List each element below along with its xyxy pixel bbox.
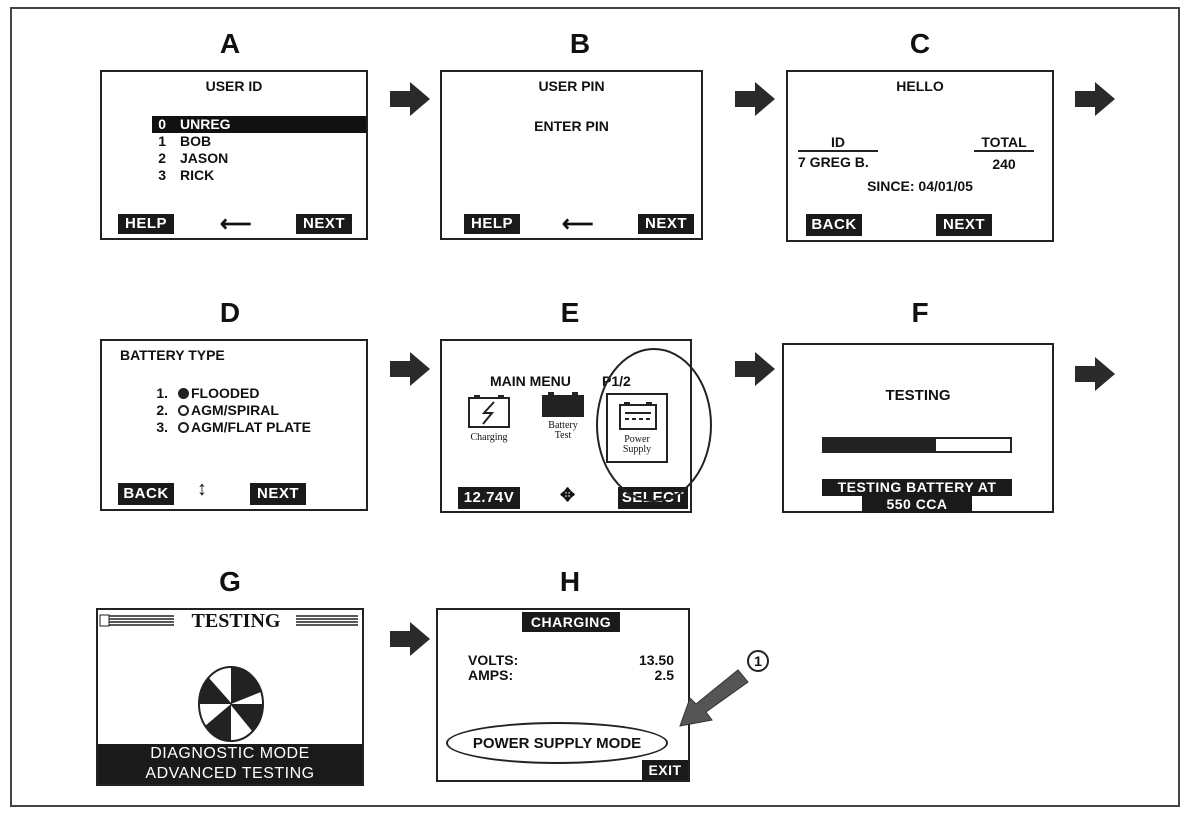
charging-icon[interactable] xyxy=(466,393,512,429)
panel-c-letter: C xyxy=(909,28,931,59)
next-button[interactable]: NEXT xyxy=(250,483,306,505)
panel-d-letter: D xyxy=(219,297,241,328)
power-supply-icon xyxy=(619,402,657,430)
diagram-frame xyxy=(10,7,1180,807)
panel-d-title: BATTERY TYPE xyxy=(120,347,225,363)
next-button[interactable]: NEXT xyxy=(936,214,992,236)
list-item[interactable]: 2.AGM/SPIRAL xyxy=(156,402,279,418)
battery-type-list: 1.FLOODED 2.AGM/SPIRAL 3.AGM/FLAT PLATE xyxy=(156,385,311,436)
power-supply-mode-oval xyxy=(446,722,668,764)
voltage-readout: 12.74V xyxy=(458,487,520,509)
panel-b-letter: B xyxy=(569,28,591,59)
progress-bar xyxy=(822,437,1012,453)
power-supply-mode-label: POWER SUPPLY MODE xyxy=(472,735,642,752)
back-arrow-icon: ⟵ xyxy=(562,211,594,236)
total-label: TOTAL xyxy=(974,134,1034,152)
navigate-cross-icon: ✥ xyxy=(560,485,576,505)
panel-f-title: TESTING xyxy=(885,387,951,404)
flow-arrow-icon xyxy=(1075,357,1115,391)
panel-g-screen: TESTING DIAGNOSTIC MODE ADVANCED TESTING xyxy=(96,608,364,786)
callout-badge: 1 xyxy=(747,650,769,672)
panel-g-letter: G xyxy=(219,566,241,597)
panel-c-title: HELLO xyxy=(896,78,944,94)
panel-a-letter: A xyxy=(219,28,241,59)
panel-c-screen: HELLO ID 7 GREG B. TOTAL 240 SINCE: 04/0… xyxy=(786,70,1054,242)
charging-label: Charging xyxy=(470,432,508,443)
panel-b-screen: USER PIN ENTER PIN HELP ⟵ NEXT xyxy=(440,70,703,240)
callout-arrow-icon xyxy=(679,669,749,727)
panel-f-screen: TESTING TESTING BATTERY AT 550 CCA xyxy=(782,343,1054,513)
panel-a-title: USER ID xyxy=(205,78,263,94)
panel-e-letter: E xyxy=(560,297,580,328)
callout-number: 1 xyxy=(754,653,762,669)
panel-h-title: CHARGING xyxy=(522,612,620,632)
testing-status-line2: 550 CCA xyxy=(862,496,972,513)
id-label: ID xyxy=(798,134,878,152)
radio-selected-icon[interactable] xyxy=(178,388,189,399)
highlight-ellipse xyxy=(596,348,712,502)
back-arrow-icon: ⟵ xyxy=(220,211,252,236)
exit-button[interactable]: EXIT xyxy=(642,760,688,780)
testing-status-line1: TESTING BATTERY AT xyxy=(822,479,1012,496)
radio-icon[interactable] xyxy=(178,422,189,433)
amps-value: 2.5 xyxy=(654,667,674,683)
panel-f-letter: F xyxy=(911,297,929,328)
volts-value: 13.50 xyxy=(638,652,674,668)
up-down-arrow-icon: ↕ xyxy=(197,478,207,500)
help-button[interactable]: HELP xyxy=(118,214,174,234)
panel-h-letter: H xyxy=(559,566,581,597)
mode-line2: ADVANCED TESTING xyxy=(98,764,362,784)
radio-icon[interactable] xyxy=(178,405,189,416)
since-date: SINCE: 04/01/05 xyxy=(867,178,973,194)
pin-prompt: ENTER PIN xyxy=(534,118,609,134)
title-stripes xyxy=(99,614,358,627)
volts-label: VOLTS: xyxy=(468,652,519,668)
panel-d-screen: BATTERY TYPE 1.FLOODED 2.AGM/SPIRAL 3.AG… xyxy=(100,339,368,511)
select-button[interactable]: SELECT xyxy=(618,487,688,509)
next-button[interactable]: NEXT xyxy=(638,214,694,234)
list-item[interactable]: 3.AGM/FLAT PLATE xyxy=(156,419,312,435)
mode-line1: DIAGNOSTIC MODE xyxy=(98,744,362,764)
flow-arrow-icon xyxy=(735,352,775,386)
list-item[interactable]: 1.FLOODED xyxy=(156,385,260,401)
flow-arrow-icon xyxy=(390,82,430,116)
back-button[interactable]: BACK xyxy=(806,214,862,236)
back-button[interactable]: BACK xyxy=(118,483,174,505)
panel-e-title: MAIN MENU xyxy=(490,373,571,389)
next-button[interactable]: NEXT xyxy=(296,214,352,234)
flow-arrow-icon xyxy=(390,352,430,386)
flow-arrow-icon xyxy=(390,622,430,656)
progress-fill xyxy=(824,439,936,451)
amps-label: AMPS: xyxy=(468,667,514,683)
help-button[interactable]: HELP xyxy=(464,214,520,234)
panel-h-screen: CHARGING VOLTS: 13.50 AMPS: 2.5 POWER SU… xyxy=(436,608,690,782)
panel-b-title: USER PIN xyxy=(538,78,605,94)
id-value: 7 GREG B. xyxy=(798,154,869,170)
panel-g-title: TESTING xyxy=(191,610,281,632)
total-value: 240 xyxy=(992,156,1016,172)
flow-arrow-icon xyxy=(735,82,775,116)
battery-test-icon[interactable] xyxy=(540,391,586,419)
testing-wheel-icon xyxy=(198,666,264,742)
flow-arrow-icon xyxy=(1075,82,1115,116)
